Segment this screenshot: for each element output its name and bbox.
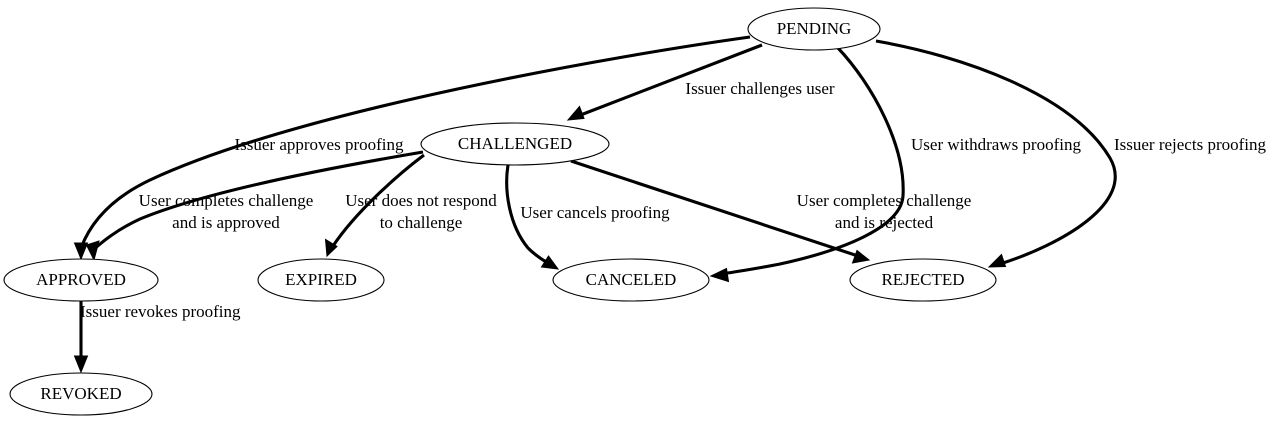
- edge-pending-challenged: [566, 43, 763, 121]
- edge-label-challenged-expired-line2: to challenge: [380, 213, 463, 232]
- edge-path-challenged-canceled: [505, 164, 549, 265]
- node-expired[interactable]: EXPIRED: [257, 258, 385, 302]
- arrowhead-pending-approved: [73, 242, 89, 261]
- edge-path-pending-approved: [79, 35, 751, 249]
- arrowhead-approved-revoked: [73, 355, 89, 374]
- node-approved[interactable]: APPROVED: [3, 258, 159, 302]
- edge-pending-approved: [73, 35, 751, 261]
- edge-pending-rejected: [875, 39, 1117, 268]
- edge-challenged-approved: [85, 150, 424, 262]
- node-label-pending: PENDING: [777, 19, 852, 38]
- edge-label-challenged-approved-line1: User completes challenge: [139, 191, 314, 210]
- edge-path-challenged-expired: [331, 153, 425, 247]
- edge-label-approved-revoked: Issuer revokes proofing: [80, 302, 241, 321]
- node-ellipse-canceled[interactable]: [552, 258, 710, 302]
- node-pending[interactable]: PENDING: [747, 7, 881, 51]
- edge-path-pending-challenged: [577, 43, 763, 118]
- edge-label-challenged-canceled: User cancels proofing: [520, 203, 670, 222]
- arrowhead-pending-rejected: [987, 253, 1007, 268]
- node-ellipse-approved[interactable]: [3, 258, 159, 302]
- node-ellipse-challenged[interactable]: [420, 122, 610, 166]
- node-ellipse-expired[interactable]: [257, 258, 385, 302]
- node-canceled[interactable]: CANCELED: [552, 258, 710, 302]
- edge-label-challenged-expired-line1: User does not respond: [345, 191, 497, 210]
- edge-path-pending-rejected: [875, 39, 1117, 266]
- edge-label-pending-challenged: Issuer challenges user: [685, 79, 835, 98]
- arrowhead-challenged-expired: [324, 238, 338, 258]
- node-label-rejected: REJECTED: [881, 270, 964, 289]
- edge-label-challenged-approved-line2: and is approved: [172, 213, 280, 232]
- node-label-challenged: CHALLENGED: [458, 134, 572, 153]
- arrowhead-pending-canceled: [709, 267, 730, 283]
- edge-challenged-rejected: [570, 159, 871, 264]
- arrowhead-challenged-rejected: [851, 249, 871, 264]
- node-label-approved: APPROVED: [36, 270, 126, 289]
- edge-label-pending-canceled: User withdraws proofing: [911, 135, 1081, 154]
- edge-label-pending-rejected: Issuer rejects proofing: [1114, 135, 1267, 154]
- node-label-revoked: REVOKED: [40, 384, 121, 403]
- node-ellipse-pending[interactable]: [747, 7, 881, 51]
- edge-challenged-canceled: [505, 164, 560, 270]
- edge-approved-revoked: [73, 301, 89, 374]
- node-ellipse-revoked[interactable]: [9, 372, 153, 416]
- edge-path-challenged-rejected: [570, 159, 859, 258]
- node-label-expired: EXPIRED: [285, 270, 357, 289]
- arrowhead-pending-challenged: [566, 105, 585, 121]
- node-challenged[interactable]: CHALLENGED: [420, 122, 610, 166]
- node-revoked[interactable]: REVOKED: [9, 372, 153, 416]
- edge-label-pending-approved: Issuer approves proofing: [234, 135, 404, 154]
- node-rejected[interactable]: REJECTED: [849, 258, 997, 302]
- node-label-canceled: CANCELED: [586, 270, 677, 289]
- edge-label-challenged-rejected-line2: and is rejected: [835, 213, 934, 232]
- node-ellipse-rejected[interactable]: [849, 258, 997, 302]
- edge-pending-canceled: [709, 46, 905, 283]
- arrowhead-challenged-approved: [85, 240, 100, 262]
- edge-path-pending-canceled: [721, 46, 905, 276]
- arrowhead-challenged-canceled: [540, 255, 560, 270]
- edge-label-challenged-rejected-line1: User completes challenge: [797, 191, 972, 210]
- edge-path-challenged-approved: [91, 150, 424, 252]
- edge-challenged-expired: [324, 153, 425, 258]
